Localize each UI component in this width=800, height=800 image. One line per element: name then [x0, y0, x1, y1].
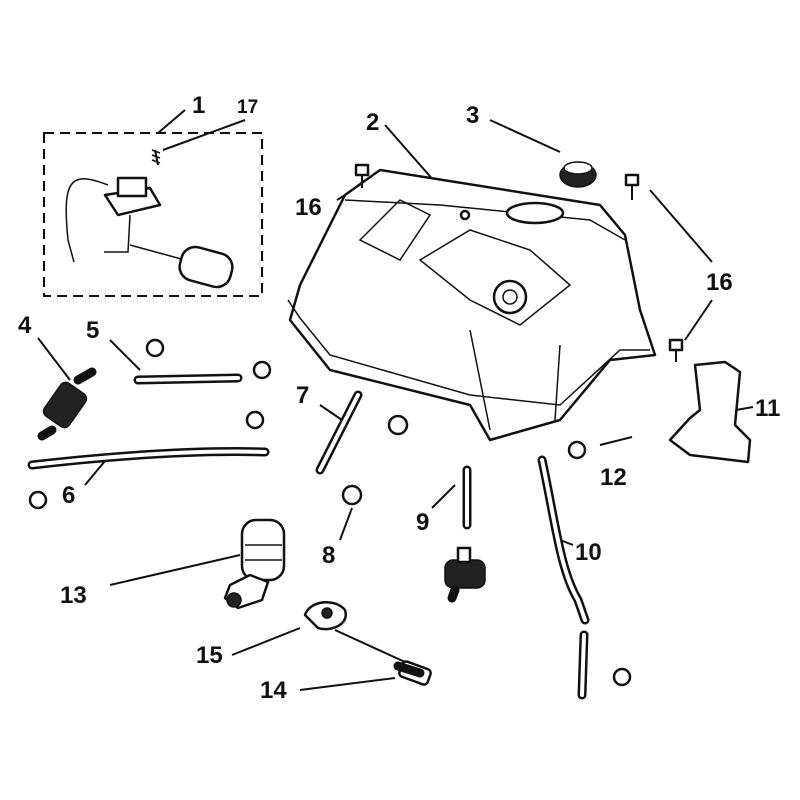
callout-11: 11 [755, 395, 780, 422]
callout-13: 13 [60, 582, 87, 609]
callout-5: 5 [86, 317, 99, 344]
hose-clips [28, 338, 632, 687]
fuel-pump [223, 518, 286, 610]
bolts-16 [354, 163, 684, 362]
fuel-valve [444, 546, 486, 603]
callout-7: 7 [296, 382, 309, 409]
callout-14: 14 [260, 677, 287, 704]
hoses [27, 373, 590, 700]
callout-2: 2 [366, 109, 379, 136]
callout-8: 8 [322, 542, 335, 569]
callout-10: 10 [575, 539, 602, 566]
callout-9: 9 [416, 509, 429, 536]
callout-3: 3 [466, 102, 479, 129]
clamp-and-bolt [303, 601, 432, 686]
callout-17: 17 [237, 97, 258, 118]
callout-6: 6 [62, 482, 75, 509]
callout-1: 1 [192, 92, 205, 119]
fuel-filter [37, 367, 97, 441]
callout-4: 4 [18, 312, 32, 339]
fuel-tank [287, 168, 657, 442]
callout-16-right: 16 [706, 269, 733, 296]
callout-16-left: 16 [295, 194, 322, 221]
callout-12: 12 [600, 464, 627, 491]
leader-lines [37, 109, 754, 691]
bracket [668, 360, 752, 464]
callout-15: 15 [196, 642, 223, 669]
fuel-cap [559, 161, 597, 188]
fuel-sender-group [43, 132, 263, 297]
